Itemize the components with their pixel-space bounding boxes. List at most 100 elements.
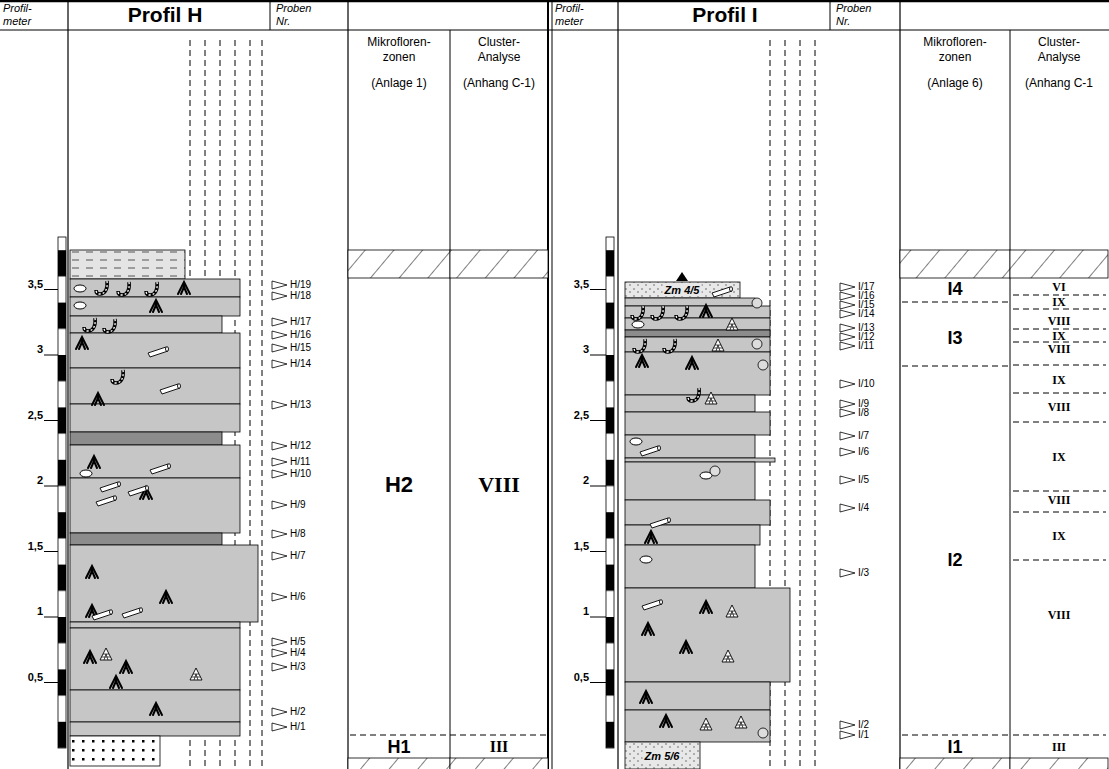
zone-boundary xyxy=(902,366,1008,367)
lithology-i xyxy=(625,462,755,500)
fossil-symbols xyxy=(710,466,720,476)
sample-marker xyxy=(840,292,855,300)
sample-number: H/12 xyxy=(290,441,311,451)
fossil-symbols xyxy=(632,321,644,328)
fossil-symbols xyxy=(726,318,738,330)
zone-boundary xyxy=(1013,422,1106,423)
scale-bar xyxy=(44,237,614,748)
zone-label: H2 xyxy=(385,472,413,497)
zone-hatch xyxy=(1010,250,1108,278)
column-header: Mikrofloren- zonen xyxy=(923,35,986,65)
fossil-symbols xyxy=(150,703,162,715)
zone-hatch xyxy=(450,250,548,278)
sample-marker xyxy=(840,400,855,408)
lithology-h xyxy=(70,622,240,628)
scale-bar xyxy=(590,551,606,552)
sample-number: I/5 xyxy=(858,475,869,485)
lithology-i xyxy=(625,710,770,742)
fossil-symbols xyxy=(712,287,733,297)
lithology-h xyxy=(70,690,240,722)
sample-marker xyxy=(272,401,287,409)
scale-bar xyxy=(58,237,66,748)
fossil-symbols xyxy=(735,716,747,728)
fossil-symbols xyxy=(726,605,738,617)
guide-dashes xyxy=(815,40,816,769)
lithology-h xyxy=(70,722,240,736)
fossil-symbols xyxy=(758,728,768,738)
fossil-symbols xyxy=(74,281,768,738)
sample-marker xyxy=(272,281,855,739)
fossil-symbols xyxy=(705,392,717,404)
cluster-label: VIII xyxy=(1048,343,1071,355)
fossil-symbols xyxy=(146,282,157,295)
column-note: (Anlage 1) xyxy=(371,77,426,91)
sample-number: H/17 xyxy=(290,317,311,327)
fossil-symbols xyxy=(110,676,122,688)
scale-label: 3 xyxy=(583,343,589,356)
sample-number: H/3 xyxy=(290,662,306,672)
fossil-symbols xyxy=(700,601,712,613)
fossil-symbols xyxy=(84,651,96,663)
cluster-label: IX xyxy=(1052,374,1065,386)
table-grid xyxy=(899,0,900,769)
zone-label: I4 xyxy=(947,279,962,300)
fossil-symbols xyxy=(700,718,712,730)
fossil-symbols xyxy=(74,302,86,309)
sample-marker xyxy=(840,283,855,291)
fossil-symbols xyxy=(640,446,661,456)
table-grid xyxy=(1010,30,1011,769)
scale-bar xyxy=(44,290,606,683)
cluster-label: IX xyxy=(1052,530,1065,542)
zone-hatch xyxy=(1010,758,1108,769)
sample-marker xyxy=(840,380,855,388)
fossil-symbols xyxy=(86,566,98,578)
zone-hatch xyxy=(900,758,1010,769)
sample-marker xyxy=(272,281,287,289)
fossil-symbols xyxy=(758,360,768,370)
sample-marker xyxy=(272,638,287,646)
lithology-i xyxy=(625,525,760,545)
zone-label: H1 xyxy=(387,737,410,758)
table-grid xyxy=(617,0,618,769)
scale-bar xyxy=(590,682,606,683)
fossil-symbols xyxy=(96,496,117,506)
sample-marker xyxy=(840,476,855,484)
fossil-symbols xyxy=(660,715,672,727)
zone-label: I2 xyxy=(947,550,962,571)
fossil-symbols xyxy=(640,556,652,563)
lithology-h xyxy=(70,250,185,279)
scale-bar xyxy=(590,617,606,618)
fossil-symbols xyxy=(150,464,171,474)
sample-number: I/7 xyxy=(858,431,869,441)
table-grid xyxy=(552,0,553,769)
sample-marker xyxy=(272,470,287,478)
scale-bar xyxy=(44,551,58,552)
sample-marker xyxy=(272,442,287,450)
fossil-symbols xyxy=(122,608,143,618)
scale-label: 2,5 xyxy=(574,408,589,421)
sample-number: H/14 xyxy=(290,359,311,369)
table-grid xyxy=(830,0,831,30)
fossil-symbols xyxy=(722,650,734,662)
sample-marker xyxy=(272,318,287,326)
sample-number: H/15 xyxy=(290,343,311,353)
zone-boundary xyxy=(1013,735,1106,736)
scale-bar xyxy=(590,420,606,421)
column-note: (Anhang C-1) xyxy=(463,77,535,91)
scale-label: 1,5 xyxy=(28,539,43,552)
fossil-symbols xyxy=(190,668,202,680)
profile-title: Profil H xyxy=(128,3,203,27)
scale-bar xyxy=(44,682,58,683)
sample-marker xyxy=(272,458,287,466)
lithology-h xyxy=(70,316,222,333)
scale-label: 0,5 xyxy=(574,670,589,683)
fossil-symbols xyxy=(676,306,687,319)
scale-bar xyxy=(44,355,58,356)
fossil-symbols xyxy=(640,691,652,703)
lithology-h xyxy=(70,297,240,316)
lithology-i xyxy=(625,742,700,769)
fossil-symbols xyxy=(92,610,113,620)
sample-number: H/1 xyxy=(290,722,306,732)
table-grid xyxy=(547,0,549,769)
sample-number: H/2 xyxy=(290,707,306,717)
